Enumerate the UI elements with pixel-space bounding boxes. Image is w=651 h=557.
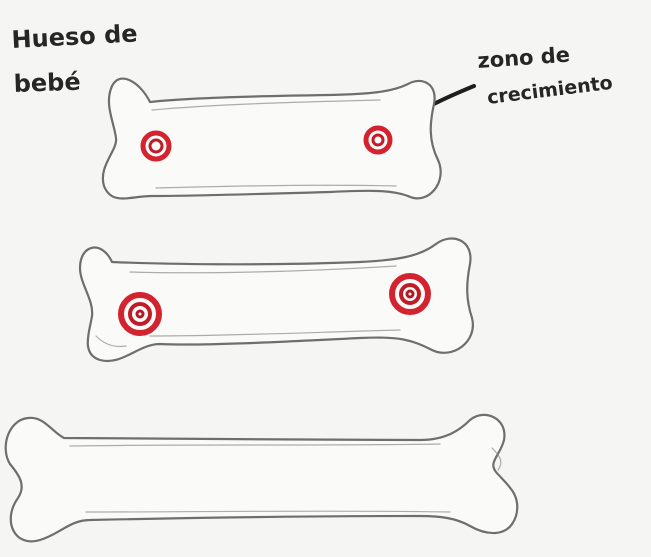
title-line-2: bebé <box>13 68 81 98</box>
bone-bottom <box>6 415 518 542</box>
bone-middle-outline <box>80 238 473 361</box>
bone-top <box>103 79 441 199</box>
bone-bottom-outline <box>6 415 518 542</box>
title-line-1: Hueso de <box>11 19 138 54</box>
annotation-line-2: crecimiento <box>486 72 614 109</box>
annotation-line-1: zono de <box>477 43 571 73</box>
bone-middle <box>80 238 473 361</box>
